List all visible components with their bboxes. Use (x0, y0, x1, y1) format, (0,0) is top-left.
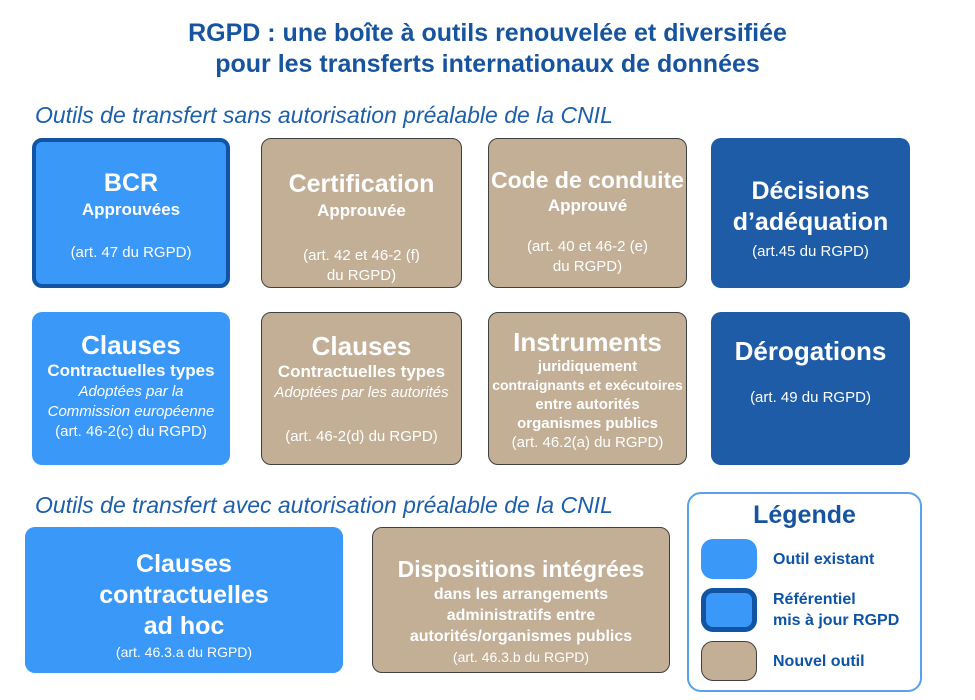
box-dispositions-title: Dispositions intégrées (397, 556, 645, 582)
box-instruments-article: (art. 46.2(a) du RGPD) (511, 434, 664, 451)
box-code-conduite-subtitle: Approuvé (547, 196, 628, 215)
box-dispositions-line2: administratifs entre (446, 607, 596, 624)
box-ad-hoc-title-line3: ad hoc (143, 612, 225, 640)
legend-label-updated-line2: mis à jour RGPD (773, 612, 900, 629)
box-instruments-line4: organismes publics (517, 415, 658, 432)
box-derogations: Dérogations (art. 49 du RGPD) (711, 312, 910, 465)
legend-label-new: Nouvel outil (773, 652, 865, 670)
box-bcr-title: BCR (103, 169, 159, 197)
legend-swatch-existing-tool (701, 539, 757, 579)
box-certification-subtitle: Approuvée (317, 201, 406, 220)
box-clauses-autorites-article: (art. 46-2(d) du RGPD) (285, 428, 438, 445)
box-code-conduite-article-line1: (art. 40 et 46-2 (e) (527, 238, 648, 255)
box-dispositions: Dispositions intégrées dans les arrangem… (372, 527, 670, 673)
legend-label-updated: Référentiel mis à jour RGPD (773, 589, 899, 631)
box-dispositions-line3: autorités/organismes publics (409, 628, 633, 645)
box-clauses-autorites-note: Adoptées par les autorités (274, 384, 449, 401)
box-derogations-title: Dérogations (734, 336, 887, 366)
box-code-conduite-article-line2: du RGPD) (552, 258, 623, 275)
box-certification-title: Certification (288, 170, 435, 198)
box-ad-hoc-title-line2: contractuelles (99, 581, 269, 609)
page-title-line1: RGPD : une boîte à outils renouvelée et … (188, 19, 787, 47)
box-decisions-article: (art.45 du RGPD) (752, 243, 869, 260)
box-clauses-commission-subtitle: Contractuelles types (47, 361, 215, 380)
box-bcr: BCR Approuvées (art. 47 du RGPD) (32, 138, 230, 288)
box-decisions-adequation: Décisions d’adéquation (art.45 du RGPD) (711, 138, 910, 288)
box-clauses-autorites: Clauses Contractuelles types Adoptées pa… (261, 312, 462, 465)
section-heading-without-authorization: Outils de transfert sans autorisation pr… (35, 102, 613, 128)
legend-label-existing: Outil existant (773, 550, 875, 568)
box-clauses-commission-article: (art. 46-2(c) du RGPD) (55, 423, 207, 440)
legend-item-new: Nouvel outil (701, 641, 910, 681)
box-code-conduite: Code de conduite Approuvé (art. 40 et 46… (488, 138, 687, 288)
page-title: RGPD : une boîte à outils renouvelée et … (0, 18, 975, 80)
box-clauses-ad-hoc: Clauses contractuelles ad hoc (art. 46.3… (25, 527, 343, 673)
box-code-conduite-title: Code de conduite (491, 167, 684, 193)
box-clauses-commission-note-line2: Commission européenne (47, 403, 215, 420)
legend-item-updated: Référentiel mis à jour RGPD (701, 588, 910, 632)
box-instruments-title: Instruments (513, 327, 662, 357)
box-instruments-line2: contraignants et exécutoires (492, 377, 683, 393)
legend-panel: Légende Outil existant Référentiel mis à… (687, 492, 922, 692)
box-derogations-article: (art. 49 du RGPD) (750, 389, 871, 406)
legend-swatch-updated-referential (701, 588, 757, 632)
box-clauses-autorites-subtitle: Contractuelles types (277, 362, 446, 381)
box-bcr-subtitle: Approuvées (81, 200, 181, 219)
spacer (262, 222, 461, 246)
legend-swatch-new-tool (701, 641, 757, 681)
box-certification-article-line1: (art. 42 et 46-2 (f) (303, 247, 420, 264)
spacer (711, 366, 910, 388)
box-ad-hoc-article: (art. 46.3.a du RGPD) (115, 644, 253, 660)
box-clauses-commission: Clauses Contractuelles types Adoptées pa… (32, 312, 230, 465)
spacer (36, 221, 226, 243)
box-bcr-article: (art. 47 du RGPD) (70, 244, 192, 261)
box-clauses-commission-title: Clauses (81, 330, 181, 360)
legend-title: Légende (753, 501, 856, 529)
box-clauses-commission-note-line1: Adoptées par la (78, 383, 184, 400)
box-decisions-title-line2: d’adéquation (732, 208, 889, 236)
box-decisions-title-line1: Décisions (751, 177, 870, 205)
legend-label-updated-line1: Référentiel (773, 591, 856, 608)
spacer (262, 403, 461, 427)
box-certification-article-line2: du RGPD) (326, 267, 397, 284)
box-dispositions-article: (art. 46.3.b du RGPD) (452, 649, 590, 665)
box-dispositions-line1: dans les arrangements (433, 586, 609, 603)
box-ad-hoc-title-line1: Clauses (136, 550, 232, 578)
legend-item-existing: Outil existant (701, 539, 910, 579)
section-heading-with-authorization: Outils de transfert avec autorisation pr… (35, 492, 613, 518)
page-title-line2: pour les transferts internationaux de do… (215, 50, 760, 78)
box-instruments-line1: juridiquement (537, 358, 638, 375)
box-instruments: Instruments juridiquement contraignants … (488, 312, 687, 465)
box-instruments-line3: entre autorités (535, 396, 640, 413)
box-certification: Certification Approuvée (art. 42 et 46-2… (261, 138, 462, 288)
spacer (489, 217, 686, 237)
box-clauses-autorites-title: Clauses (311, 331, 412, 361)
